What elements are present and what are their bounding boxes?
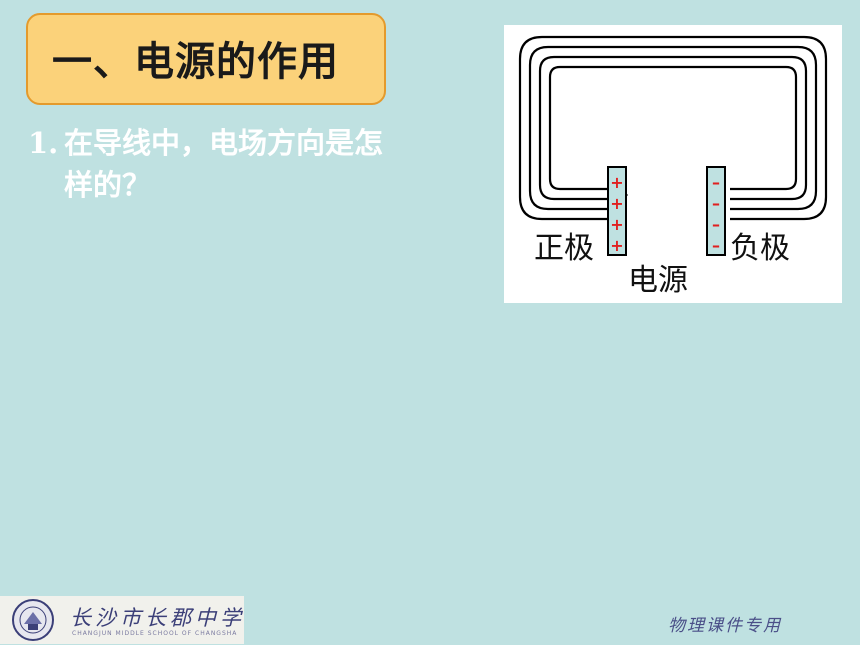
negative-terminal-label: 负极 <box>730 231 790 266</box>
positive-plate <box>607 166 627 256</box>
positive-charge-sign: + <box>610 236 623 255</box>
section-title-box: 一、电源的作用 <box>26 13 386 105</box>
school-name: 长沙市长郡中学 <box>70 606 245 630</box>
power-source-label: 电源 <box>628 263 688 298</box>
circuit-wires: + + + + – – – – <box>518 35 828 256</box>
positive-charge-sign: + <box>610 194 623 213</box>
section-title: 一、电源的作用 <box>52 39 339 85</box>
negative-charge-sign: – <box>712 194 720 213</box>
school-seal-icon <box>12 599 54 641</box>
positive-charge-sign: + <box>610 215 623 234</box>
school-english-name: CHANGJUN MIDDLE SCHOOL OF CHANGSHA <box>72 630 238 637</box>
positive-charge-sign: + <box>610 173 623 192</box>
circuit-diagram: + + + + – – – – 正极 负极 电源 <box>504 25 842 303</box>
negative-charge-sign: – <box>712 215 720 234</box>
negative-charge-sign: – <box>712 173 720 192</box>
school-banner: 长沙市长郡中学 CHANGJUN MIDDLE SCHOOL OF CHANGS… <box>0 596 244 644</box>
question-number: 1. <box>28 126 59 160</box>
course-tag: 物理课件专用 <box>668 616 782 636</box>
negative-charge-sign: – <box>712 236 720 255</box>
question-line-2: 样的？ <box>64 168 152 202</box>
positive-terminal-label: 正极 <box>534 231 594 266</box>
negative-plate <box>706 166 726 256</box>
question-line-1: 在导线中，电场方向是怎 <box>64 126 384 160</box>
